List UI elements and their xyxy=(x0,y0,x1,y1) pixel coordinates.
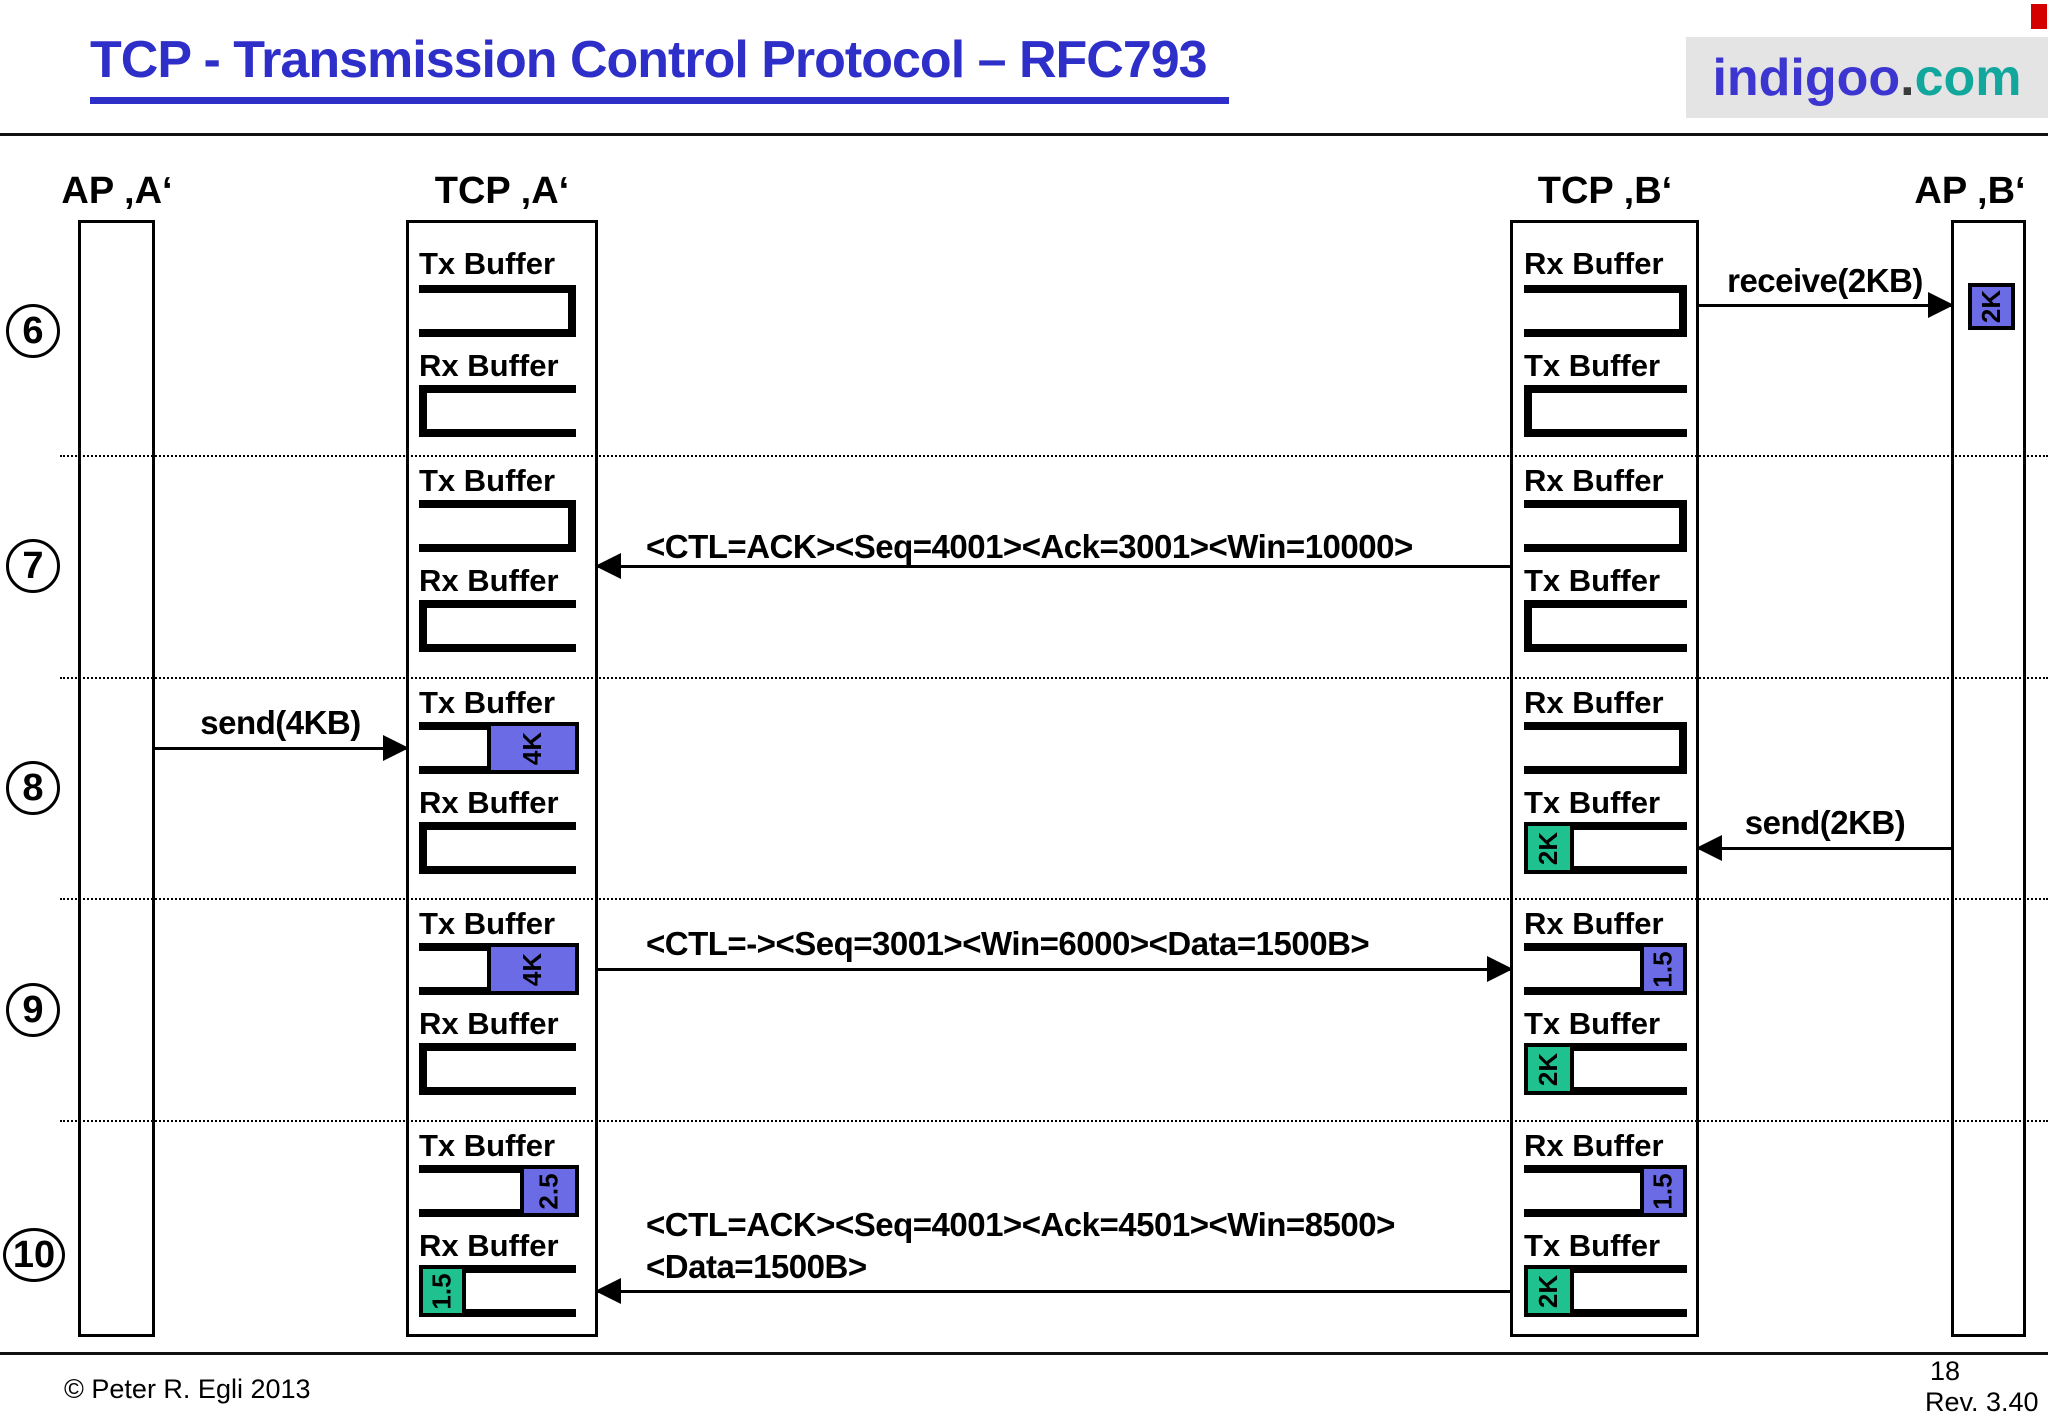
tcp-b-tx-fill-2k: 2K xyxy=(1524,1043,1574,1095)
row-separator xyxy=(60,455,2048,457)
tcp-b-rx-buffer xyxy=(1524,285,1687,337)
logo-name: indigoo xyxy=(1712,48,1901,107)
send-2kb-label: send(2KB) xyxy=(1744,804,1906,841)
tcp-a-tx-fill-4k: 4K xyxy=(487,943,579,995)
tcp-a-rx-buffer xyxy=(419,822,576,874)
copyright-text: © Peter R. Egli 2013 xyxy=(64,1374,311,1404)
column-header-ap-a: AP ‚A‘ xyxy=(61,170,173,212)
tcp-a-rx-fill-1-5: 1.5 xyxy=(419,1265,466,1317)
header-rule xyxy=(0,133,2048,136)
tcp-b-rx-fill-1-5: 1.5 xyxy=(1640,943,1687,995)
send-2kb-arrow xyxy=(1696,835,1951,861)
column-header-ap-b: AP ‚B‘ xyxy=(1914,170,2026,212)
column-header-tcp-a: TCP ‚A‘ xyxy=(434,170,570,212)
corner-red-marker xyxy=(2031,4,2047,29)
send-4kb-arrow xyxy=(155,735,409,761)
data-message-label: <CTL=-><Seq=3001><Win=6000><Data=1500B> xyxy=(646,925,1370,962)
tcp-b-tx-buffer-label: Tx Buffer xyxy=(1524,785,1661,820)
tcp-a-rx-buffer-label: Rx Buffer xyxy=(419,785,559,820)
step-number-8: 8 xyxy=(6,761,60,815)
step-number-10: 10 xyxy=(3,1228,65,1282)
tcp-a-tx-fill-4k: 4K xyxy=(487,722,579,774)
tcp-b-tx-buffer-label: Tx Buffer xyxy=(1524,1006,1661,1041)
logo-dot: . xyxy=(1900,48,1915,107)
tcp-b-tx-buffer xyxy=(1524,385,1687,437)
tcp-a-tx-buffer-label: Tx Buffer xyxy=(419,1128,556,1163)
tcp-a-rx-buffer-label: Rx Buffer xyxy=(419,563,559,598)
receive-2kb-label: receive(2KB) xyxy=(1727,262,1923,299)
data-message-arrow xyxy=(598,956,1513,982)
page-number: 18 xyxy=(1930,1356,1961,1386)
step-number-6: 6 xyxy=(6,304,60,358)
tcp-a-rx-buffer xyxy=(419,1043,576,1095)
indigoo-logo: indigoo.com xyxy=(1686,37,2048,118)
tcp-b-rx-buffer-label: Rx Buffer xyxy=(1524,685,1664,720)
ack-data-message-label-line2: <Data=1500B> xyxy=(646,1248,867,1285)
tcp-a-tx-buffer-label: Tx Buffer xyxy=(419,685,556,720)
tcp-a-rx-buffer-label: Rx Buffer xyxy=(419,348,559,383)
tcp-b-rx-buffer-label: Rx Buffer xyxy=(1524,1128,1664,1163)
ack-message-arrow xyxy=(595,553,1510,579)
revision-number: Rev. 3.40 xyxy=(1925,1387,2039,1417)
tcp-b-tx-fill-2k: 2K xyxy=(1524,822,1574,874)
ack-data-message-arrow xyxy=(595,1278,1510,1304)
tcp-b-rx-fill-1-5: 1.5 xyxy=(1640,1165,1687,1217)
tcp-b-tx-buffer xyxy=(1524,600,1687,652)
send-4kb-label: send(4KB) xyxy=(200,704,361,741)
slide-title: TCP - Transmission Control Protocol – RF… xyxy=(90,30,1229,104)
tcp-b-tx-buffer-label: Tx Buffer xyxy=(1524,1228,1661,1263)
row-separator xyxy=(60,1120,2048,1122)
receive-2kb-arrow xyxy=(1699,292,1954,318)
tcp-a-rx-buffer xyxy=(419,385,576,437)
tcp-b-rx-buffer-label: Rx Buffer xyxy=(1524,246,1664,281)
tcp-b-rx-buffer xyxy=(1524,500,1687,552)
tcp-b-tx-buffer-label: Tx Buffer xyxy=(1524,563,1661,598)
tcp-a-rx-buffer-label: Rx Buffer xyxy=(419,1228,559,1263)
tcp-a-tx-buffer-label: Tx Buffer xyxy=(419,246,556,281)
lifeline-ap-b xyxy=(1951,220,2026,1337)
step-number-7: 7 xyxy=(6,539,60,593)
row-separator xyxy=(60,898,2048,900)
tcp-a-tx-buffer-label: Tx Buffer xyxy=(419,906,556,941)
tcp-a-tx-buffer-label: Tx Buffer xyxy=(419,463,556,498)
tcp-a-rx-buffer xyxy=(419,600,576,652)
tcp-b-rx-buffer xyxy=(1524,722,1687,774)
lifeline-tcp-b xyxy=(1510,220,1699,1337)
page-info: 18 Rev. 3.40 xyxy=(1925,1356,2039,1418)
logo-tld: com xyxy=(1914,48,2022,107)
tcp-b-tx-buffer-label: Tx Buffer xyxy=(1524,348,1661,383)
step-number-9: 9 xyxy=(6,983,60,1037)
tcp-b-rx-buffer-label: Rx Buffer xyxy=(1524,463,1664,498)
ack-message-label: <CTL=ACK><Seq=4001><Ack=3001><Win=10000> xyxy=(646,528,1413,565)
row-separator xyxy=(60,677,2048,679)
lifeline-ap-a xyxy=(78,220,155,1337)
tcp-a-rx-buffer-label: Rx Buffer xyxy=(419,1006,559,1041)
lifeline-tcp-a xyxy=(406,220,598,1337)
tcp-a-tx-buffer xyxy=(419,285,576,337)
footer-rule xyxy=(0,1352,2048,1355)
ap-b-received-data-fill: 2K xyxy=(1968,283,2015,330)
tcp-b-tx-fill-2k: 2K xyxy=(1524,1265,1574,1317)
tcp-b-rx-buffer-label: Rx Buffer xyxy=(1524,906,1664,941)
ack-data-message-label-line1: <CTL=ACK><Seq=4001><Ack=4501><Win=8500> xyxy=(646,1206,1395,1243)
tcp-a-tx-buffer xyxy=(419,500,576,552)
column-header-tcp-b: TCP ‚B‘ xyxy=(1537,170,1673,212)
tcp-a-tx-fill-2-5: 2.5 xyxy=(520,1165,579,1217)
